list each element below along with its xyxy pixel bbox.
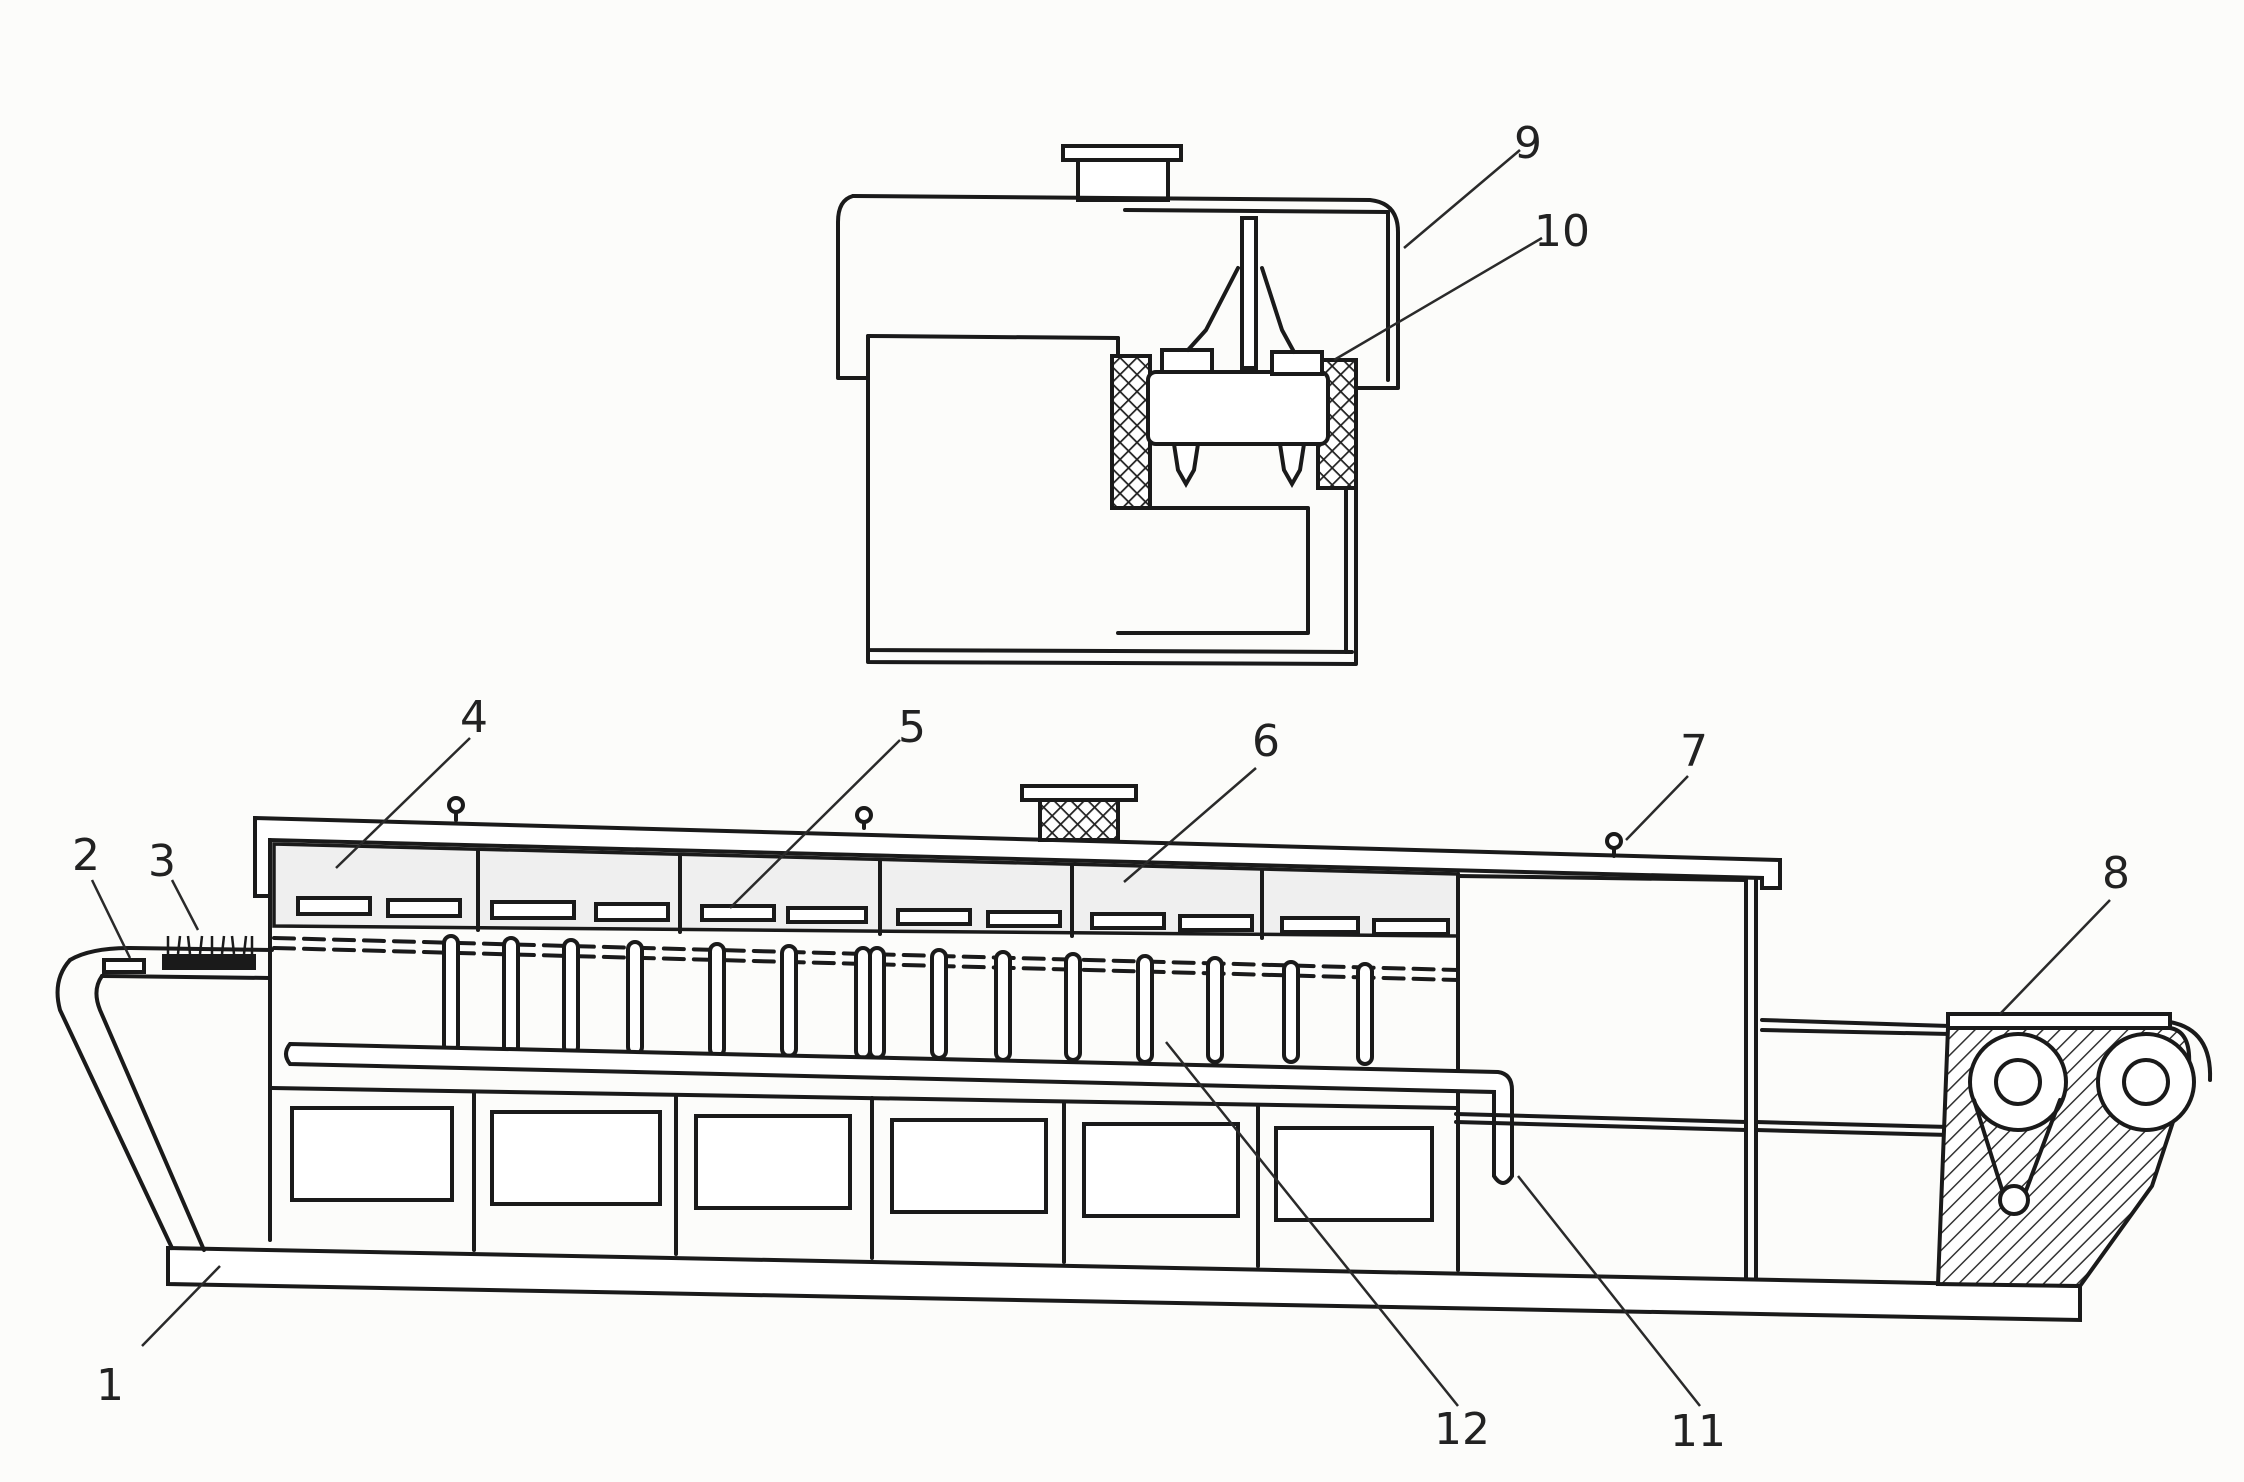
label-4: 4 [460,692,488,743]
thermometer-1 [447,796,465,822]
label-2: 2 [72,830,100,881]
pulley-right [2096,1032,2196,1132]
top-flange [1061,144,1183,162]
label-6: 6 [1252,716,1280,767]
inlet-ramp-inner [94,974,206,1252]
motor-pulley [1998,1184,2030,1216]
cooling-top [1456,874,1748,882]
inlet-ramp-top [68,946,274,962]
brush-bristles [166,935,254,955]
mesh-belt-bottom [272,946,1460,982]
base-plate [166,1245,2082,1323]
label-10: 10 [1534,206,1590,257]
chimney [1038,798,1120,842]
nozzle-right [1277,442,1307,489]
bracket-left [1186,266,1240,352]
side-view [55,784,2213,1323]
bracket-right [1260,266,1296,354]
label-12: 12 [1434,1404,1490,1455]
thermometer-2 [855,806,873,830]
label-7: 7 [1680,726,1708,777]
burner-drum [1146,370,1330,446]
label-1: 1 [96,1360,124,1411]
inlet-ramp-outer [55,958,174,1250]
cross-section-view [836,144,1400,666]
inlet-belt [100,974,272,980]
label-11: 11 [1670,1406,1726,1457]
exit-belt-bottom [1760,1028,1952,1036]
exit-rail-1 [1454,1112,1748,1124]
top-pipe [1076,158,1170,202]
feed-plate [102,958,146,974]
exit-belt-curve [2168,1020,2213,1082]
cabinet-top-line [270,1086,1458,1110]
burner-cap-left [1160,348,1214,374]
pulley-left [1968,1032,2068,1132]
exit-rail-2 [1454,1120,1748,1132]
label-8: 8 [2102,848,2130,899]
mesh-belt-top [272,936,1460,972]
hood-inner [1123,208,1390,382]
hood-left [836,194,870,380]
exit-belt-top [1760,1018,1952,1028]
cabinet-doors [290,1090,1434,1268]
left-insulation [1110,354,1152,510]
callout-numbers: 1 2 3 4 5 6 7 8 9 10 11 12 [72,118,2130,1457]
leader-lines [90,149,2111,1407]
exit-plate [1946,1012,2172,1030]
label-9: 9 [1514,118,1542,169]
oven-cover [253,815,1782,898]
hood-lower-edge [866,334,1120,340]
burner-cap-right [1270,350,1324,376]
nozzle-left [1171,442,1201,489]
manifold-pipe [284,1041,1514,1185]
label-3: 3 [148,836,176,887]
label-5: 5 [898,702,926,753]
center-shaft [1240,216,1258,370]
hood-outline [851,194,1400,390]
chimney-flange [1020,784,1138,802]
brush-roller [162,954,256,970]
heating-elements [296,896,1450,936]
thermometer-3 [1605,832,1623,858]
body-base [866,378,1358,666]
